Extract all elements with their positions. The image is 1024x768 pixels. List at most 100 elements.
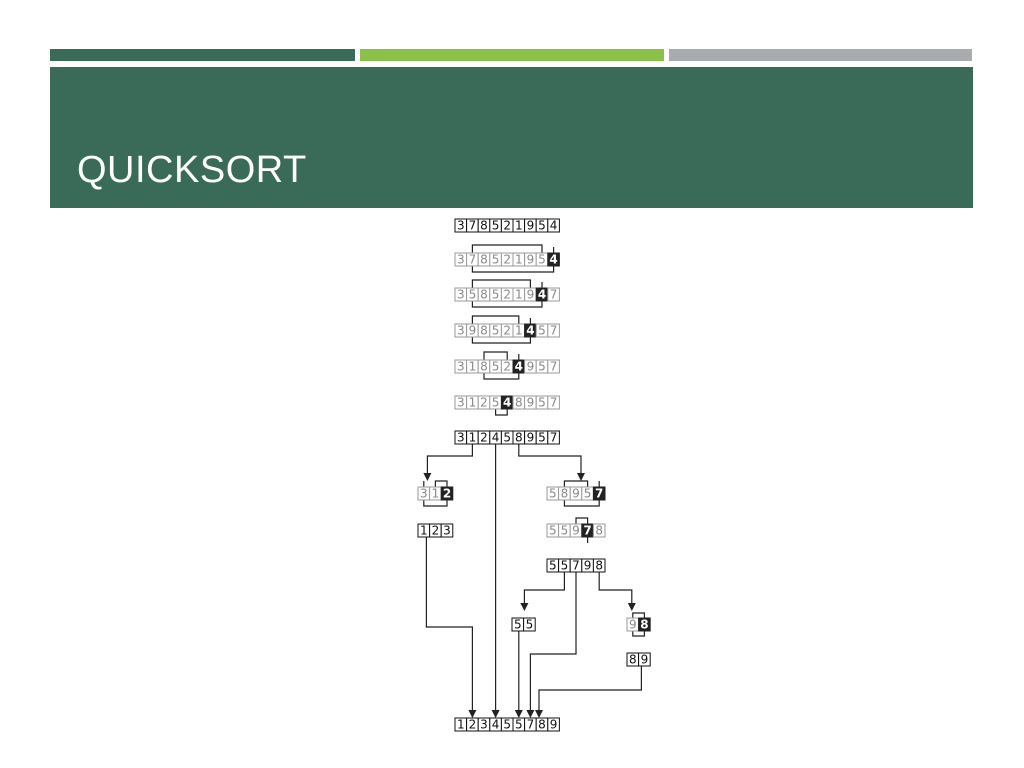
cell-digit: 8 [629, 653, 637, 667]
cell-digit: 8 [480, 288, 488, 302]
cell-digit: 2 [432, 524, 440, 538]
swap-bracket [632, 631, 645, 637]
swap-bracket [483, 373, 520, 380]
cell-digit: 5 [492, 219, 500, 233]
swap-bracket [434, 480, 448, 487]
cell-digit: 4 [492, 718, 500, 732]
pivot-cell [592, 486, 606, 501]
flow-arrow [518, 444, 585, 481]
cell-digit: 5 [492, 324, 500, 338]
cell-digit: 3 [457, 360, 465, 374]
cell-digit: 9 [469, 324, 477, 338]
cell-digit: 5 [538, 324, 546, 338]
cell-digit: 9 [527, 396, 535, 410]
swap-bracket [632, 612, 645, 618]
cell-digit: 5 [492, 288, 500, 302]
cell-digit: 5 [526, 618, 534, 632]
cell-digit: 7 [469, 219, 477, 233]
cell-digit: 9 [527, 431, 535, 445]
swap-bracket [471, 244, 543, 253]
cell-digit: 5 [538, 431, 546, 445]
swap-bracket [495, 409, 508, 416]
cell-digit: 9 [527, 288, 535, 302]
array-cell [592, 523, 606, 538]
cell-digit: 9 [629, 618, 637, 632]
array-cell [523, 617, 536, 632]
cell-digit: 4 [492, 431, 500, 445]
cell-digit: 5 [538, 396, 546, 410]
cell-digit: 2 [480, 396, 488, 410]
connectors [423, 244, 645, 718]
swap-bracket [471, 337, 531, 344]
cell-digit: 1 [432, 487, 440, 501]
cell-digit: 8 [515, 396, 523, 410]
cell-digit: 8 [480, 324, 488, 338]
cell-digit: 1 [515, 219, 523, 233]
cell-digit: 2 [503, 288, 511, 302]
cell-digit: 9 [527, 219, 535, 233]
cell-digit: 5 [469, 288, 477, 302]
flow-arrow [535, 666, 642, 718]
pivot-cell [547, 252, 560, 267]
cell-digit: 2 [503, 360, 511, 374]
cell-digit: 8 [595, 559, 603, 573]
cell-digit: 5 [584, 487, 592, 501]
cell-digit: 7 [550, 360, 558, 374]
cell-digit: 5 [549, 487, 557, 501]
swap-bracket [423, 500, 448, 507]
swap-bracket [575, 517, 589, 524]
accent-bar-dark [50, 49, 355, 61]
array-cell [547, 395, 560, 410]
cell-digit: 9 [584, 559, 592, 573]
cell-digit: 1 [469, 396, 477, 410]
cell-digit: 5 [561, 524, 569, 538]
cell-digit: 5 [503, 431, 511, 445]
swap-bracket [471, 315, 520, 324]
swap-bracket [471, 266, 555, 273]
cell-digit: 5 [549, 524, 557, 538]
flow-arrow [598, 572, 636, 611]
cell-digit: 4 [550, 219, 558, 233]
swap-bracket [563, 480, 589, 487]
cell-digit: 4 [538, 288, 546, 302]
swap-bracket [471, 279, 531, 288]
flow-arrow [526, 572, 577, 718]
cell-digit: 8 [515, 431, 523, 445]
cell-digit: 7 [550, 288, 558, 302]
pivot-cell [440, 486, 454, 501]
cell-digit: 1 [457, 718, 465, 732]
array-cell [547, 323, 560, 338]
cell-digit: 2 [503, 219, 511, 233]
slide-title: QUICKSORT [77, 149, 307, 191]
cell-digit: 9 [641, 653, 649, 667]
cell-digit: 2 [443, 487, 451, 501]
cell-digit: 5 [492, 396, 500, 410]
cell-digit: 5 [492, 360, 500, 374]
array-cell [638, 652, 651, 667]
cell-digit: 8 [538, 718, 546, 732]
cell-digit: 9 [527, 360, 535, 374]
cell-digit: 2 [469, 718, 477, 732]
cell-digit: 3 [420, 487, 428, 501]
cell-digit: 8 [480, 253, 488, 267]
array-cell [592, 558, 606, 573]
cell-digit: 1 [469, 360, 477, 374]
cell-digit: 4 [526, 324, 534, 338]
cell-digit: 9 [572, 487, 580, 501]
swap-bracket [563, 500, 600, 507]
cell-digit: 7 [583, 524, 591, 538]
cell-digit: 7 [550, 396, 558, 410]
array-cell [547, 717, 560, 732]
cell-digit: 5 [561, 559, 569, 573]
cell-digit: 4 [503, 396, 511, 410]
cell-digit: 1 [420, 524, 428, 538]
